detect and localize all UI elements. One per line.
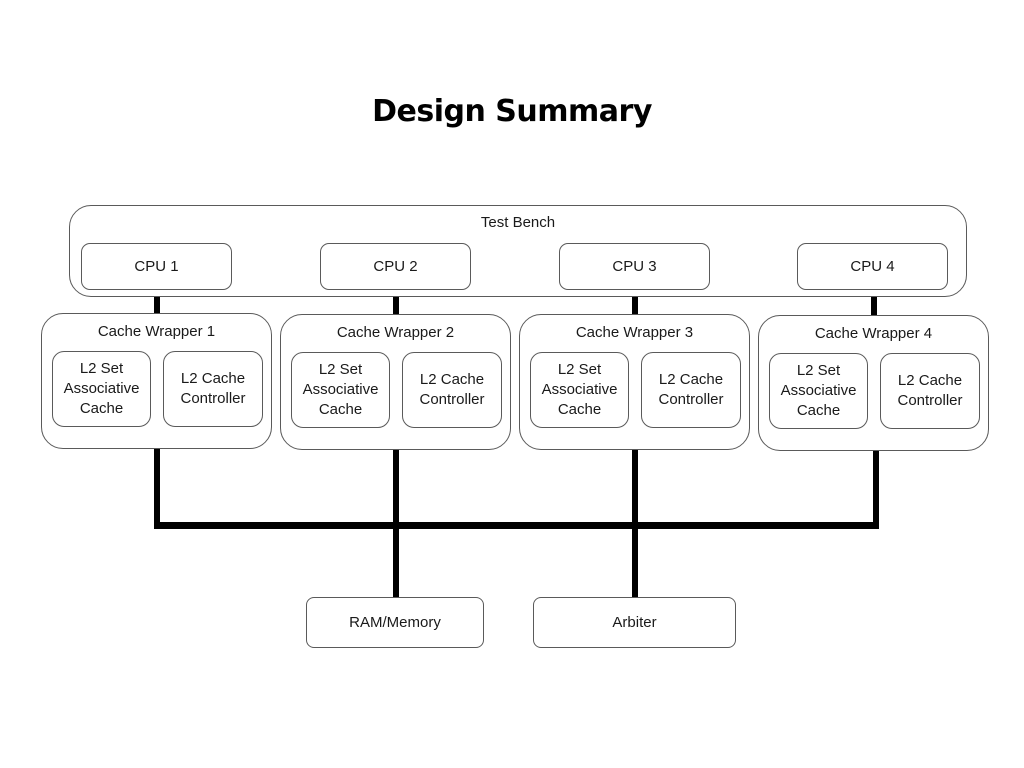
test-bench-label: Test Bench bbox=[480, 214, 556, 231]
cpu1-connector bbox=[154, 289, 160, 314]
l2-cache-controller: L2 Cache Controller bbox=[402, 352, 502, 428]
cache-wrapper-label: Cache Wrapper 1 bbox=[97, 323, 216, 340]
diagram-title: Design Summary bbox=[372, 94, 652, 129]
cpu-3: CPU 3 bbox=[559, 243, 710, 290]
wrapper4-bus-drop bbox=[873, 450, 879, 529]
cache-wrapper-1: Cache Wrapper 1 L2 Set Associative Cache… bbox=[41, 313, 272, 449]
cache-wrapper-4: Cache Wrapper 4 L2 Set Associative Cache… bbox=[758, 315, 989, 451]
cpu-1: CPU 1 bbox=[81, 243, 232, 290]
cpu2-connector bbox=[393, 289, 399, 315]
wrapper2-bus-drop bbox=[393, 449, 399, 529]
l2-cache-controller: L2 Cache Controller bbox=[641, 352, 741, 428]
wrapper3-bus-drop bbox=[632, 449, 638, 529]
l2-cache-controller: L2 Cache Controller bbox=[163, 351, 263, 427]
shared-bus bbox=[154, 522, 879, 529]
arbiter: Arbiter bbox=[533, 597, 736, 648]
l2-set-associative-cache: L2 Set Associative Cache bbox=[769, 353, 868, 429]
l2-set-associative-cache: L2 Set Associative Cache bbox=[530, 352, 629, 428]
wrapper1-bus-drop bbox=[154, 448, 160, 529]
l2-cache-controller: L2 Cache Controller bbox=[880, 353, 980, 429]
cache-wrapper-2: Cache Wrapper 2 L2 Set Associative Cache… bbox=[280, 314, 511, 450]
memory-bus-drop bbox=[393, 525, 399, 597]
cache-wrapper-label: Cache Wrapper 4 bbox=[814, 325, 933, 342]
l2-set-associative-cache: L2 Set Associative Cache bbox=[291, 352, 390, 428]
cache-wrapper-label: Cache Wrapper 3 bbox=[575, 324, 694, 341]
arbiter-bus-drop bbox=[632, 525, 638, 597]
l2-set-associative-cache: L2 Set Associative Cache bbox=[52, 351, 151, 427]
cache-wrapper-3: Cache Wrapper 3 L2 Set Associative Cache… bbox=[519, 314, 750, 450]
cpu4-connector bbox=[871, 289, 877, 316]
cpu-2: CPU 2 bbox=[320, 243, 471, 290]
cache-wrapper-label: Cache Wrapper 2 bbox=[336, 324, 455, 341]
cpu-4: CPU 4 bbox=[797, 243, 948, 290]
ram-memory: RAM/Memory bbox=[306, 597, 484, 648]
cpu3-connector bbox=[632, 289, 638, 315]
